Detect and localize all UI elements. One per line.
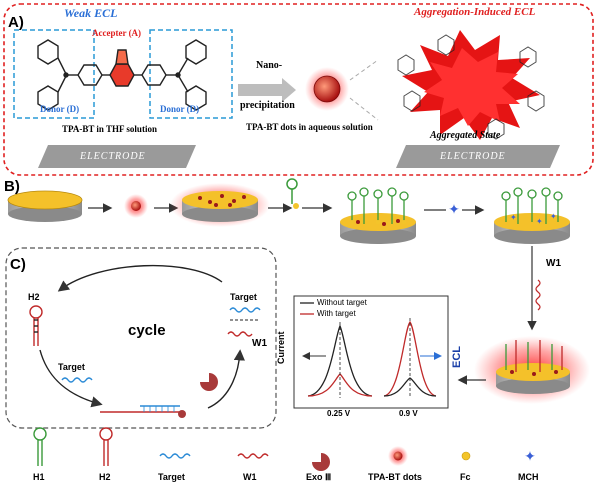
electrode-right-label: ELECTRODE xyxy=(440,151,506,162)
tpa-bt-thf-label: TPA-BT in THF solution xyxy=(62,124,157,134)
legend-h1-label: H1 xyxy=(33,472,45,482)
cycle-arrow-right xyxy=(207,349,245,409)
svg-text:✦: ✦ xyxy=(510,213,517,222)
h2-hairpin-c xyxy=(29,305,43,346)
legend-exo-icon xyxy=(312,453,330,471)
mch-star-b: ✦ xyxy=(448,201,460,217)
electrode-b1 xyxy=(7,190,83,222)
panel-a-frame xyxy=(3,3,594,176)
nano-label-1: Nano- xyxy=(256,60,283,71)
zoom-line-bottom xyxy=(349,97,379,121)
cycle-arrow-top xyxy=(57,264,223,292)
legend-h1-icon xyxy=(33,427,47,466)
legend-target-label: Target xyxy=(158,472,185,482)
donor-box-left xyxy=(13,29,95,119)
cycle-label: cycle xyxy=(128,322,166,339)
legend-w1-label: W1 xyxy=(243,472,257,482)
electrode-right xyxy=(396,145,560,168)
weak-ecl-title: Weak ECL xyxy=(64,6,118,20)
legend-dots-label: TPA-BT dots xyxy=(368,472,422,482)
legend-exo-label: Exo Ⅲ xyxy=(306,472,332,482)
legend-icons: ✦ xyxy=(33,427,536,471)
legend-target-icon xyxy=(159,453,191,459)
legend-w1-icon xyxy=(237,453,269,459)
cycle-arrow-left xyxy=(39,349,103,408)
tpa-bt-dots-label: TPA-BT dots in aqueous solution xyxy=(246,122,373,132)
nano-arrow xyxy=(238,78,296,102)
target-label-mid: Target xyxy=(58,362,85,372)
w1-label-c: W1 xyxy=(252,338,267,349)
legend-fc-label: Fc xyxy=(460,472,471,482)
donor-left-label: Donor (D) xyxy=(40,104,80,114)
h2-label-c: H2 xyxy=(28,292,40,302)
w1-strand-c xyxy=(227,331,253,337)
panel-a-label: A) xyxy=(8,14,24,31)
panel-c-label: C) xyxy=(10,256,26,273)
electrode-b3 xyxy=(340,187,416,244)
aie-ecl-title: Aggregation-Induced ECL xyxy=(414,6,536,18)
plot-xlabel-left: 0.25 V xyxy=(327,409,351,418)
electrode-b4: ✦ ✦ ✦ xyxy=(494,187,570,244)
tpa-bt-dot xyxy=(313,75,341,103)
legend-mch-icon: ✦ xyxy=(524,448,536,464)
plot-ylabel: Current xyxy=(276,331,286,364)
target-label-top: Target xyxy=(230,292,257,302)
acceptor-label: Accepter (A) xyxy=(92,28,142,38)
electrode-left xyxy=(38,145,196,168)
donor-right-label: Donor (D) xyxy=(160,104,200,114)
aggregated-burst xyxy=(397,30,545,140)
legend-fc-icon xyxy=(461,451,471,461)
electrode-left-label: ELECTRODE xyxy=(80,151,146,162)
plot-ecl-label: ECL xyxy=(451,346,463,368)
nano-label-2: precipitation xyxy=(240,100,295,111)
electrode-b5 xyxy=(474,336,590,404)
panel-b-label: B) xyxy=(4,178,20,195)
plot-legend-lines xyxy=(300,302,314,315)
duplex-c xyxy=(100,405,186,418)
legend-h2-label: H2 xyxy=(99,472,111,482)
dot-b xyxy=(131,201,141,211)
svg-text:✦: ✦ xyxy=(536,217,543,226)
legend-h2-icon xyxy=(99,427,113,466)
w1-label-b: W1 xyxy=(546,258,561,269)
target-strand-c xyxy=(61,377,93,383)
donor-box-right xyxy=(149,29,233,119)
legend-dot-icon xyxy=(393,451,403,461)
h1-probe-b xyxy=(286,178,299,209)
w1-strand-b xyxy=(535,279,541,311)
target-strand-top xyxy=(229,307,261,313)
tpa-bt-molecule xyxy=(37,39,207,111)
svg-text:✦: ✦ xyxy=(550,212,557,221)
plot-xlabel-right: 0.9 V xyxy=(399,409,418,418)
peak-right-with xyxy=(383,320,437,397)
exo-pacman-c xyxy=(200,373,218,391)
electrode-b2 xyxy=(170,183,270,227)
legend-mch-label: MCH xyxy=(518,472,539,482)
aggregated-label: Aggregated State xyxy=(430,130,501,141)
zoom-line-top xyxy=(349,59,379,81)
panel-c-frame xyxy=(5,247,277,429)
legend-with-target: With target xyxy=(317,309,356,318)
peak-left-without xyxy=(307,324,373,397)
legend-without-target: Without target xyxy=(317,298,367,307)
